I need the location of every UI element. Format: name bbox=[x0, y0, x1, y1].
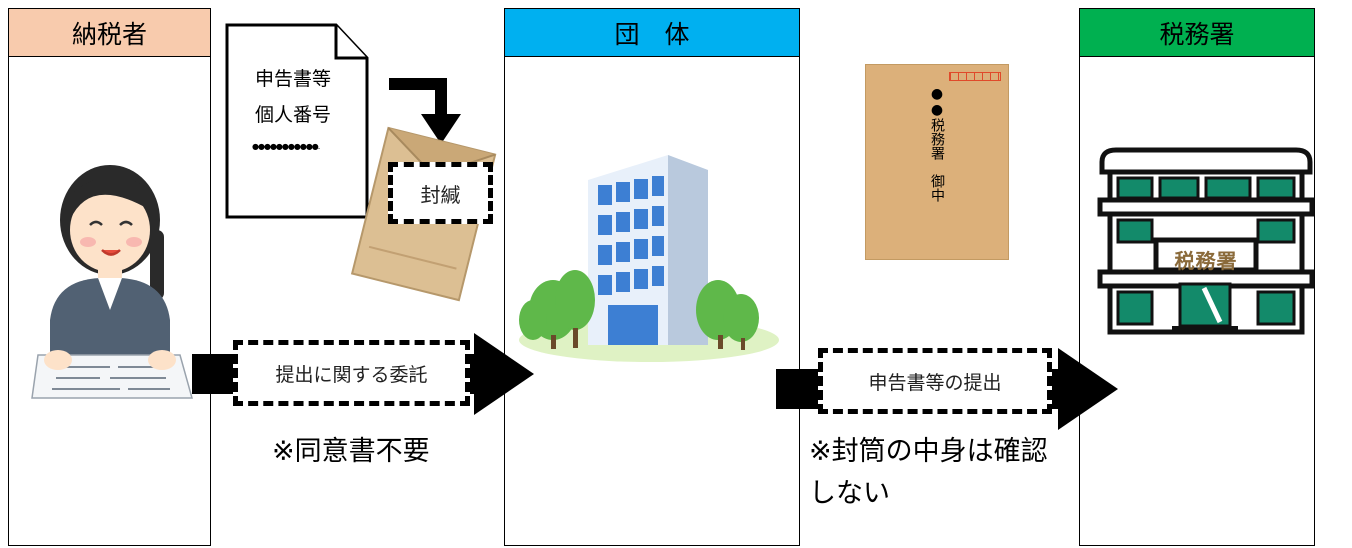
seal-box: 封緘 bbox=[388, 162, 493, 224]
note-no-consent: ※同意書不要 bbox=[272, 436, 430, 467]
down-arrow-icon bbox=[389, 78, 461, 144]
submission-label: 申告書等の提出 bbox=[868, 371, 1002, 394]
consignment-label: 提出に関する委託 bbox=[275, 363, 428, 386]
submission-box: 申告書等の提出 bbox=[818, 348, 1052, 414]
tax-office-header: 税務署 bbox=[1080, 9, 1314, 57]
note-envelope-line-2: しない bbox=[809, 478, 890, 509]
seal-label: 封緘 bbox=[420, 182, 461, 207]
document-line-2: 個人番号 bbox=[255, 104, 332, 126]
consignment-box: 提出に関する委託 bbox=[233, 340, 470, 406]
tax-office-building-icon bbox=[1097, 147, 1315, 335]
building-sign-label: 税務署 bbox=[1174, 249, 1238, 273]
document-icon bbox=[225, 23, 369, 219]
envelope-addressee: ●●税務署 御中 bbox=[929, 86, 945, 202]
postal-code-boxes bbox=[949, 72, 1001, 81]
document-line-3: ●●●●●●●●●●●. bbox=[252, 142, 320, 151]
organization-header: 団 体 bbox=[505, 9, 799, 57]
taxpayer-person-icon bbox=[31, 165, 193, 399]
office-building-icon bbox=[519, 155, 779, 362]
sealed-envelope: ●●税務署 御中 bbox=[865, 64, 1009, 260]
note-envelope-line-1: ※封筒の中身は確認 bbox=[809, 436, 1048, 467]
taxpayer-column: 納税者 bbox=[8, 8, 211, 546]
document-line-1: 申告書等 bbox=[255, 68, 332, 90]
taxpayer-header: 納税者 bbox=[9, 9, 210, 57]
